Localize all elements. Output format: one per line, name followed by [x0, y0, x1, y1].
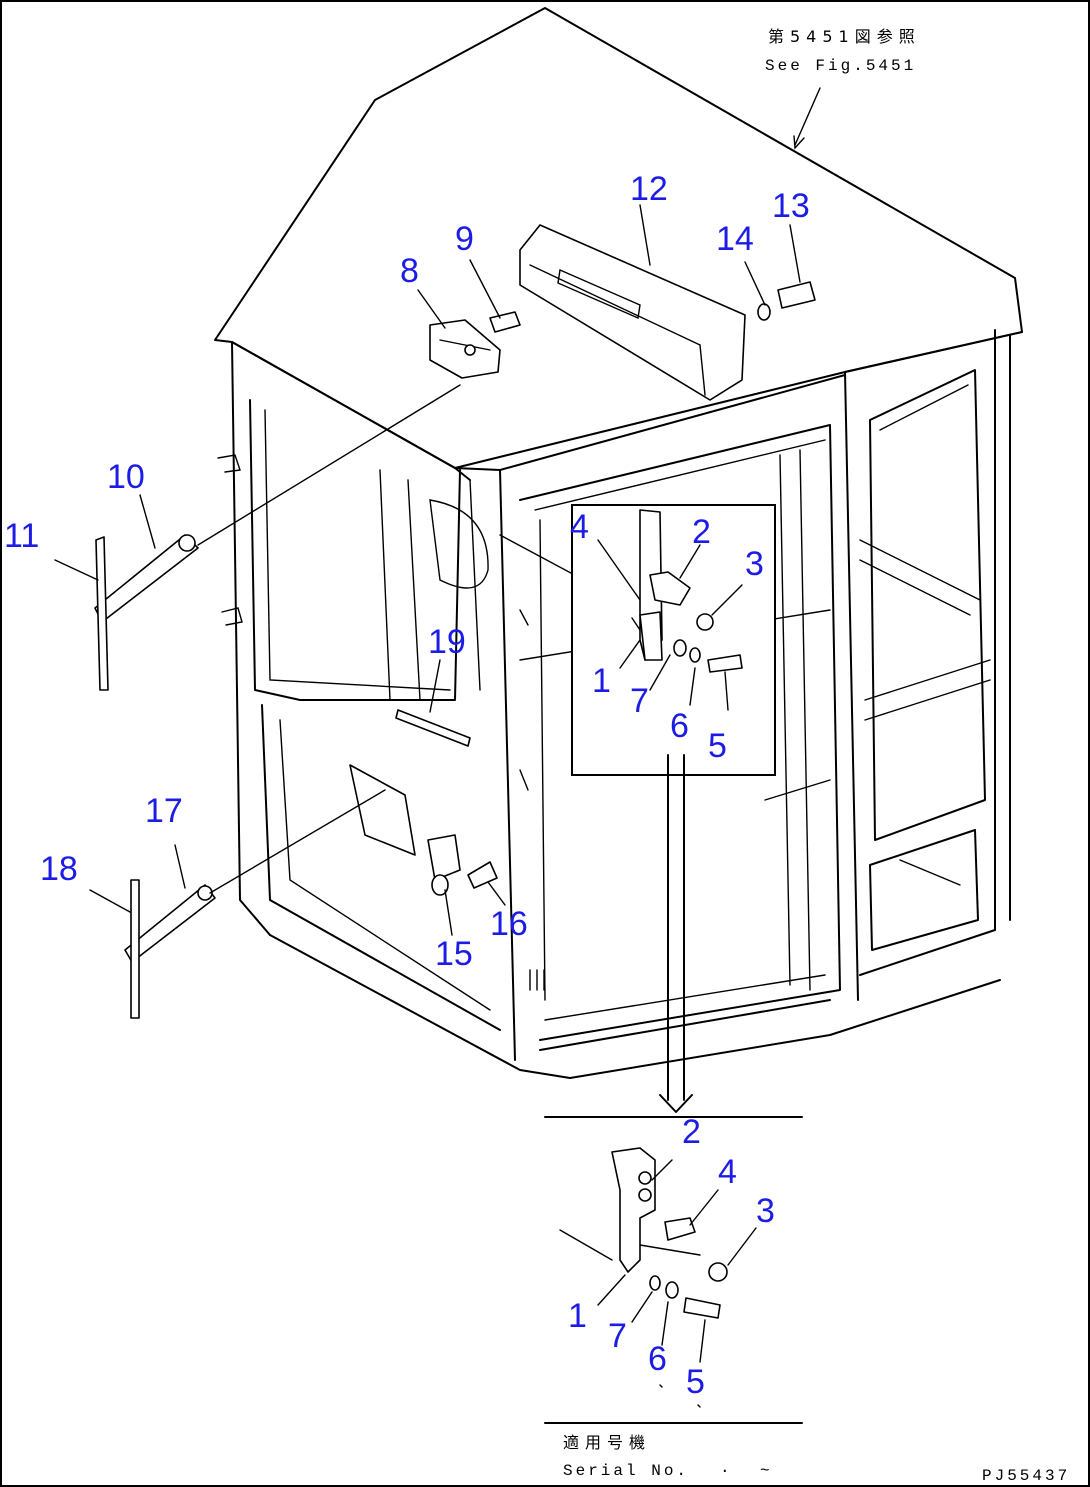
callout-3: 3 [745, 545, 764, 583]
callout-16: 16 [490, 905, 528, 943]
callout-detail-4: 4 [718, 1153, 737, 1191]
callout-10: 10 [107, 458, 145, 496]
callout-detail-1: 1 [568, 1297, 587, 1335]
callout-detail-6: 6 [648, 1340, 667, 1378]
callout-15: 15 [435, 935, 473, 973]
callout-5: 5 [708, 727, 727, 765]
figure-code: PJ55437 [982, 1467, 1070, 1485]
callout-9: 9 [455, 220, 474, 258]
part-10-wiper-arm [94, 534, 199, 623]
callout-17: 17 [145, 792, 183, 830]
part-9-bolt [489, 311, 521, 333]
serial-dot: · [720, 1462, 733, 1480]
part-13-bolt [777, 281, 816, 309]
leader-lines [54, 87, 821, 936]
part-16-bolt [467, 861, 498, 889]
callout-14: 14 [716, 220, 754, 258]
reference-note-jp: 第5451図参照 [768, 27, 921, 46]
callout-detail-2: 2 [682, 1113, 701, 1151]
serial-label-jp: 適用号機 [563, 1433, 651, 1452]
cab-body [214, 7, 1023, 1079]
callout-19: 19 [428, 623, 466, 661]
callout-18: 18 [40, 850, 78, 888]
serial-label-en: Serial No. [563, 1462, 689, 1480]
callout-13: 13 [772, 187, 810, 225]
part-12-motor-cover [519, 224, 746, 401]
detail-box-upper [571, 504, 776, 776]
part-8-wiper-motor [429, 319, 501, 379]
callout-2: 2 [692, 513, 711, 551]
detail-box-lower [544, 1116, 803, 1424]
callout-6: 6 [670, 707, 689, 745]
callout-1: 1 [592, 662, 611, 700]
callout-detail-3: 3 [756, 1192, 775, 1230]
callout-12: 12 [630, 170, 668, 208]
part-17-wiper-arm [124, 884, 216, 963]
callout-7: 7 [630, 682, 649, 720]
callout-11: 11 [4, 517, 39, 555]
callout-detail-7: 7 [608, 1317, 627, 1355]
part-14-washer [757, 303, 771, 321]
part-11-wiper-blade [95, 536, 109, 691]
callout-detail-5: 5 [686, 1363, 705, 1401]
callout-8: 8 [400, 252, 419, 290]
part-19-rail [395, 709, 471, 747]
part-15-wiper-motor [427, 834, 461, 896]
callout-4: 4 [570, 508, 589, 546]
serial-range: ~ [760, 1462, 773, 1480]
part-18-wiper-blade [130, 879, 140, 1019]
detail-arrow [659, 754, 693, 1113]
lower-motor-bracket [349, 764, 416, 856]
reference-note-en: See Fig.5451 [765, 57, 916, 75]
